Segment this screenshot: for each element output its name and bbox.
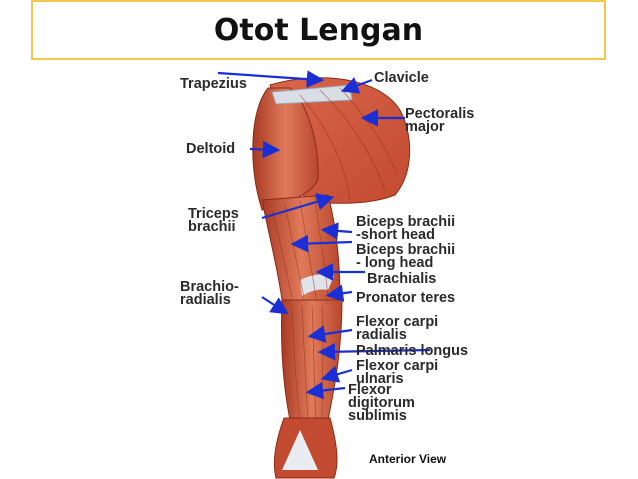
label-biceps-short-1: Biceps brachii: [356, 214, 456, 230]
label-trapezius: Trapezius: [180, 76, 247, 92]
label-triceps-2: brachii: [188, 219, 236, 235]
forearm-shape: [280, 299, 343, 421]
label-fds-1: Flexor: [348, 382, 392, 398]
view-label: Anterior View: [369, 452, 447, 466]
label-clavicle: Clavicle: [374, 70, 429, 86]
label-palmaris: Palmaris longus: [356, 343, 469, 359]
label-deltoid: Deltoid: [186, 141, 236, 157]
label-biceps-short-2: -short head: [356, 227, 435, 243]
label-pectoralis-1: Pectoralis: [405, 106, 475, 122]
label-pronator: Pronator teres: [356, 290, 456, 306]
label-brachiorad-1: Brachio-: [180, 279, 239, 295]
label-fcu-1: Flexor carpi: [356, 358, 439, 374]
label-biceps-long-2: - long head: [356, 255, 434, 271]
label-brachiorad-2: radialis: [180, 292, 231, 308]
label-biceps-long-1: Biceps brachii: [356, 242, 456, 258]
label-pectoralis-2: major: [405, 119, 445, 135]
page-title: Otot Lengan: [213, 12, 424, 48]
label-fds-2: digitorum: [348, 395, 415, 411]
label-fcr-2: radialis: [356, 327, 407, 343]
label-fcr-1: Flexor carpi: [356, 314, 439, 330]
label-fcu-2: ulnaris: [356, 371, 404, 387]
label-brachialis: Brachialis: [367, 271, 437, 287]
label-triceps-1: Triceps: [188, 206, 239, 222]
title-box: Otot Lengan: [31, 0, 606, 60]
label-fds-3: sublimis: [348, 408, 407, 424]
